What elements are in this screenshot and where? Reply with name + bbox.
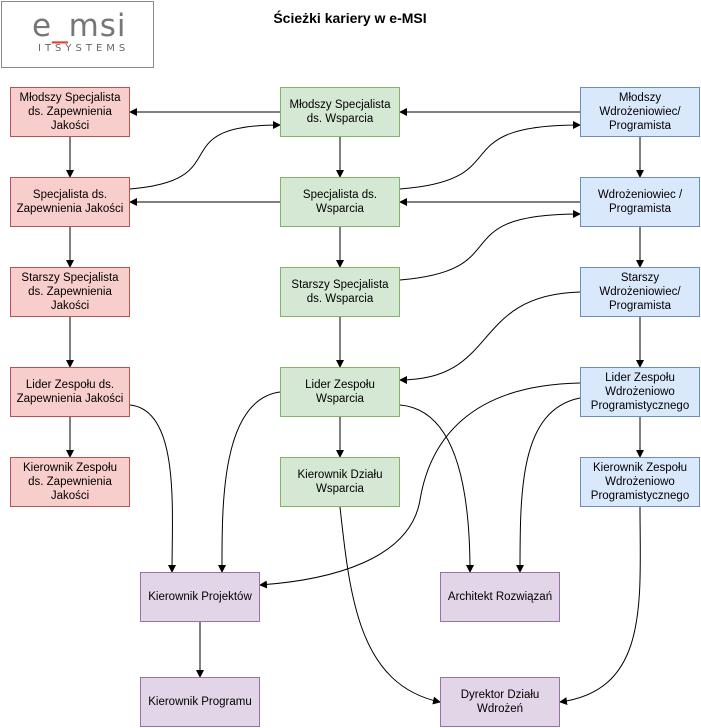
node-qa-manager: Kierownik Zespołu ds. Zapewnienia Jakośc… <box>10 457 130 507</box>
node-sup-specialist: Specjalista ds. Wsparcia <box>280 177 400 227</box>
node-sup-lead: Lider Zespołu Wsparcia <box>280 367 400 417</box>
node-solution-architect: Architekt Rozwiązań <box>440 572 560 622</box>
edge-dev-lead-to-solution-architect <box>516 397 581 573</box>
edge-sup-head-to-impl-director <box>339 506 441 705</box>
logo-tagline: ITSYSTEMS <box>38 43 130 54</box>
edge-qa-lead-to-project-manager <box>129 404 177 573</box>
node-sup-head: Kierownik Działu Wsparcia <box>280 457 400 507</box>
node-sup-senior: Starszy Specjalista ds. Wsparcia <box>280 267 400 317</box>
node-qa-specialist: Specjalista ds. Zapewnienia Jakości <box>10 177 130 227</box>
edge-sup-lead-to-solution-architect <box>399 404 474 573</box>
node-dev-manager: Kierownik Zespołu Wdrożeniowo Programist… <box>580 457 700 507</box>
node-project-manager: Kierownik Projektów <box>140 572 260 622</box>
node-dev-junior: Młodszy Wdrożeniowiec/ Programista <box>580 87 700 137</box>
edge-dev-lead-to-project-manager <box>259 382 581 589</box>
node-program-manager: Kierownik Programu <box>140 677 260 727</box>
node-qa-senior: Starszy Specjalista ds. Zapewnienia Jako… <box>10 267 130 317</box>
logo-wordmark: e_msi <box>32 8 127 44</box>
node-sup-junior: Młodszy Specjalista ds. Wsparcia <box>280 87 400 137</box>
node-dev-lead: Lider Zespołu Wdrożeniowo Programistyczn… <box>580 367 700 417</box>
edge-qa-specialist-to-sup-junior <box>129 121 281 190</box>
node-qa-lead: Lider Zespołu ds. Zapewnienia Jakości <box>10 367 130 417</box>
edge-dev-manager-to-impl-director <box>559 506 641 706</box>
edge-sup-specialist-to-dev-junior <box>399 121 581 190</box>
edge-sup-senior-to-dev-regular <box>399 210 581 281</box>
node-dev-regular: Wdrożeniowiec / Programista <box>580 177 700 227</box>
node-impl-director: Dyrektor Działu Wdrożeń <box>440 677 560 727</box>
node-qa-junior: Młodszy Specjalista ds. Zapewnienia Jako… <box>10 87 130 137</box>
diagram-title: Ścieżki kariery w e-MSI <box>273 10 427 26</box>
company-logo: e_msi ITSYSTEMS <box>1 1 154 68</box>
edge-dev-senior-to-sup-lead <box>399 291 581 384</box>
node-dev-senior: Starszy Wdrożeniowiec/ Programista <box>580 267 700 317</box>
edge-sup-lead-to-project-manager <box>217 391 281 573</box>
